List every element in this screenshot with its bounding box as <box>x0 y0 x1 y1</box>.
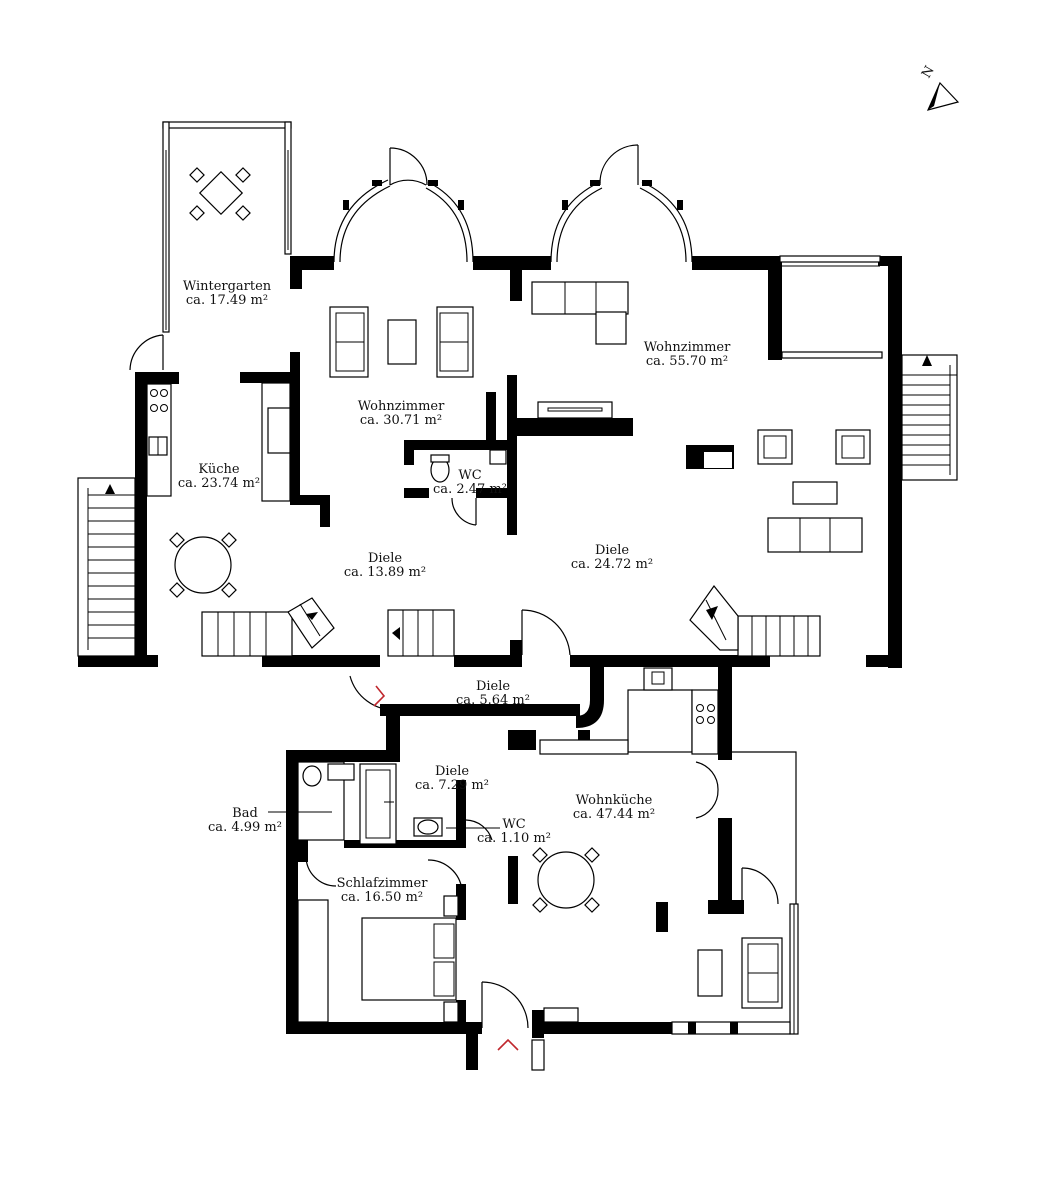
right-exterior-stairs <box>901 354 958 481</box>
wohnkueche-dining-table <box>532 847 600 913</box>
svg-text:WC: WC <box>458 468 481 483</box>
wohnkueche-sofa <box>697 937 783 1009</box>
interior-stairs-left <box>201 597 335 657</box>
svg-text:Wohnzimmer: Wohnzimmer <box>644 340 731 355</box>
svg-text:ca. 23.74 m²: ca. 23.74 m² <box>178 476 260 491</box>
room-label-bad: Bad ca. 4.99 m² <box>208 806 282 835</box>
room-label-wohnkueche: Wohnküche ca. 47.44 m² <box>573 793 655 822</box>
corridor-walls <box>349 660 604 754</box>
svg-text:ca. 5.64 m²: ca. 5.64 m² <box>456 693 530 708</box>
bay-window-left <box>333 147 474 263</box>
interior-stairs-center <box>387 609 455 657</box>
svg-text:Schlafzimmer: Schlafzimmer <box>337 876 429 891</box>
svg-text:ca. 16.50 m²: ca. 16.50 m² <box>341 890 423 905</box>
living-room-furniture-left <box>329 306 474 378</box>
room-label-wintergarten: Wintergarten ca. 17.49 m² <box>183 279 272 308</box>
svg-text:ca. 2.47 m²: ca. 2.47 m² <box>433 482 507 497</box>
svg-text:ca. 47.44 m²: ca. 47.44 m² <box>573 807 655 822</box>
lower-right-extension <box>671 751 799 1035</box>
svg-text:Diele: Diele <box>595 543 629 558</box>
right-wing-window <box>779 255 897 359</box>
room-label-wohnzimmer-small: Wohnzimmer ca. 30.71 m² <box>358 399 445 428</box>
lower-entry-door <box>481 981 579 1071</box>
svg-text:Wohnküche: Wohnküche <box>576 793 653 808</box>
upper-interior-walls <box>240 352 633 535</box>
north-arrow-icon: N <box>919 64 960 111</box>
svg-text:ca. 55.70 m²: ca. 55.70 m² <box>646 354 728 369</box>
svg-text:ca. 30.71 m²: ca. 30.71 m² <box>360 413 442 428</box>
room-label-kueche: Küche ca. 23.74 m² <box>178 462 260 491</box>
wintergarten-door <box>129 334 164 371</box>
room-label-wc-lower: WC ca. 1.10 m² <box>477 817 551 846</box>
living-room-furniture-right <box>531 281 871 553</box>
svg-text:Küche: Küche <box>198 462 239 477</box>
north-label: N <box>919 64 938 81</box>
room-label-diele-lower: Diele ca. 7.29 m² <box>415 764 489 793</box>
wc-upper-fixtures <box>430 449 507 526</box>
svg-text:ca. 24.72 m²: ca. 24.72 m² <box>571 557 653 572</box>
room-label-wohnzimmer-large: Wohnzimmer ca. 55.70 m² <box>644 340 731 369</box>
bedroom-furniture <box>297 855 463 1023</box>
room-label-schlafzimmer: Schlafzimmer ca. 16.50 m² <box>337 876 429 905</box>
room-label-diele-right: Diele ca. 24.72 m² <box>571 543 653 572</box>
svg-text:Bad: Bad <box>232 806 258 821</box>
upper-walls <box>78 256 902 668</box>
bay-window-right <box>550 144 693 263</box>
room-label-diele-corridor: Diele ca. 5.64 m² <box>456 679 530 708</box>
svg-text:Diele: Diele <box>476 679 510 694</box>
svg-text:Wohnzimmer: Wohnzimmer <box>358 399 445 414</box>
upper-main-door <box>521 609 571 656</box>
svg-text:ca. 13.89 m²: ca. 13.89 m² <box>344 565 426 580</box>
interior-stairs-right <box>689 585 821 657</box>
svg-text:Wintergarten: Wintergarten <box>183 279 272 294</box>
room-label-wc-upper: WC ca. 2.47 m² <box>433 468 507 497</box>
kitchen-dining-table <box>169 532 237 598</box>
svg-text:WC: WC <box>502 817 525 832</box>
wintergarten-dining-table <box>189 167 251 221</box>
room-label-diele-left: Diele ca. 13.89 m² <box>344 551 426 580</box>
left-exterior-stairs <box>77 477 136 657</box>
bathroom-fixtures <box>268 761 397 845</box>
kitchen-counter <box>146 383 172 497</box>
svg-text:ca. 7.29 m²: ca. 7.29 m² <box>415 778 489 793</box>
svg-text:Diele: Diele <box>435 764 469 779</box>
svg-text:ca. 17.49 m²: ca. 17.49 m² <box>186 293 268 308</box>
svg-text:ca. 1.10 m²: ca. 1.10 m² <box>477 831 551 846</box>
svg-text:ca. 4.99 m²: ca. 4.99 m² <box>208 820 282 835</box>
wc-lower-fixtures <box>413 817 500 841</box>
lower-walls <box>286 662 744 1070</box>
svg-text:Diele: Diele <box>368 551 402 566</box>
wohnkueche-counter <box>539 667 719 755</box>
wintergarten-area <box>162 121 292 333</box>
